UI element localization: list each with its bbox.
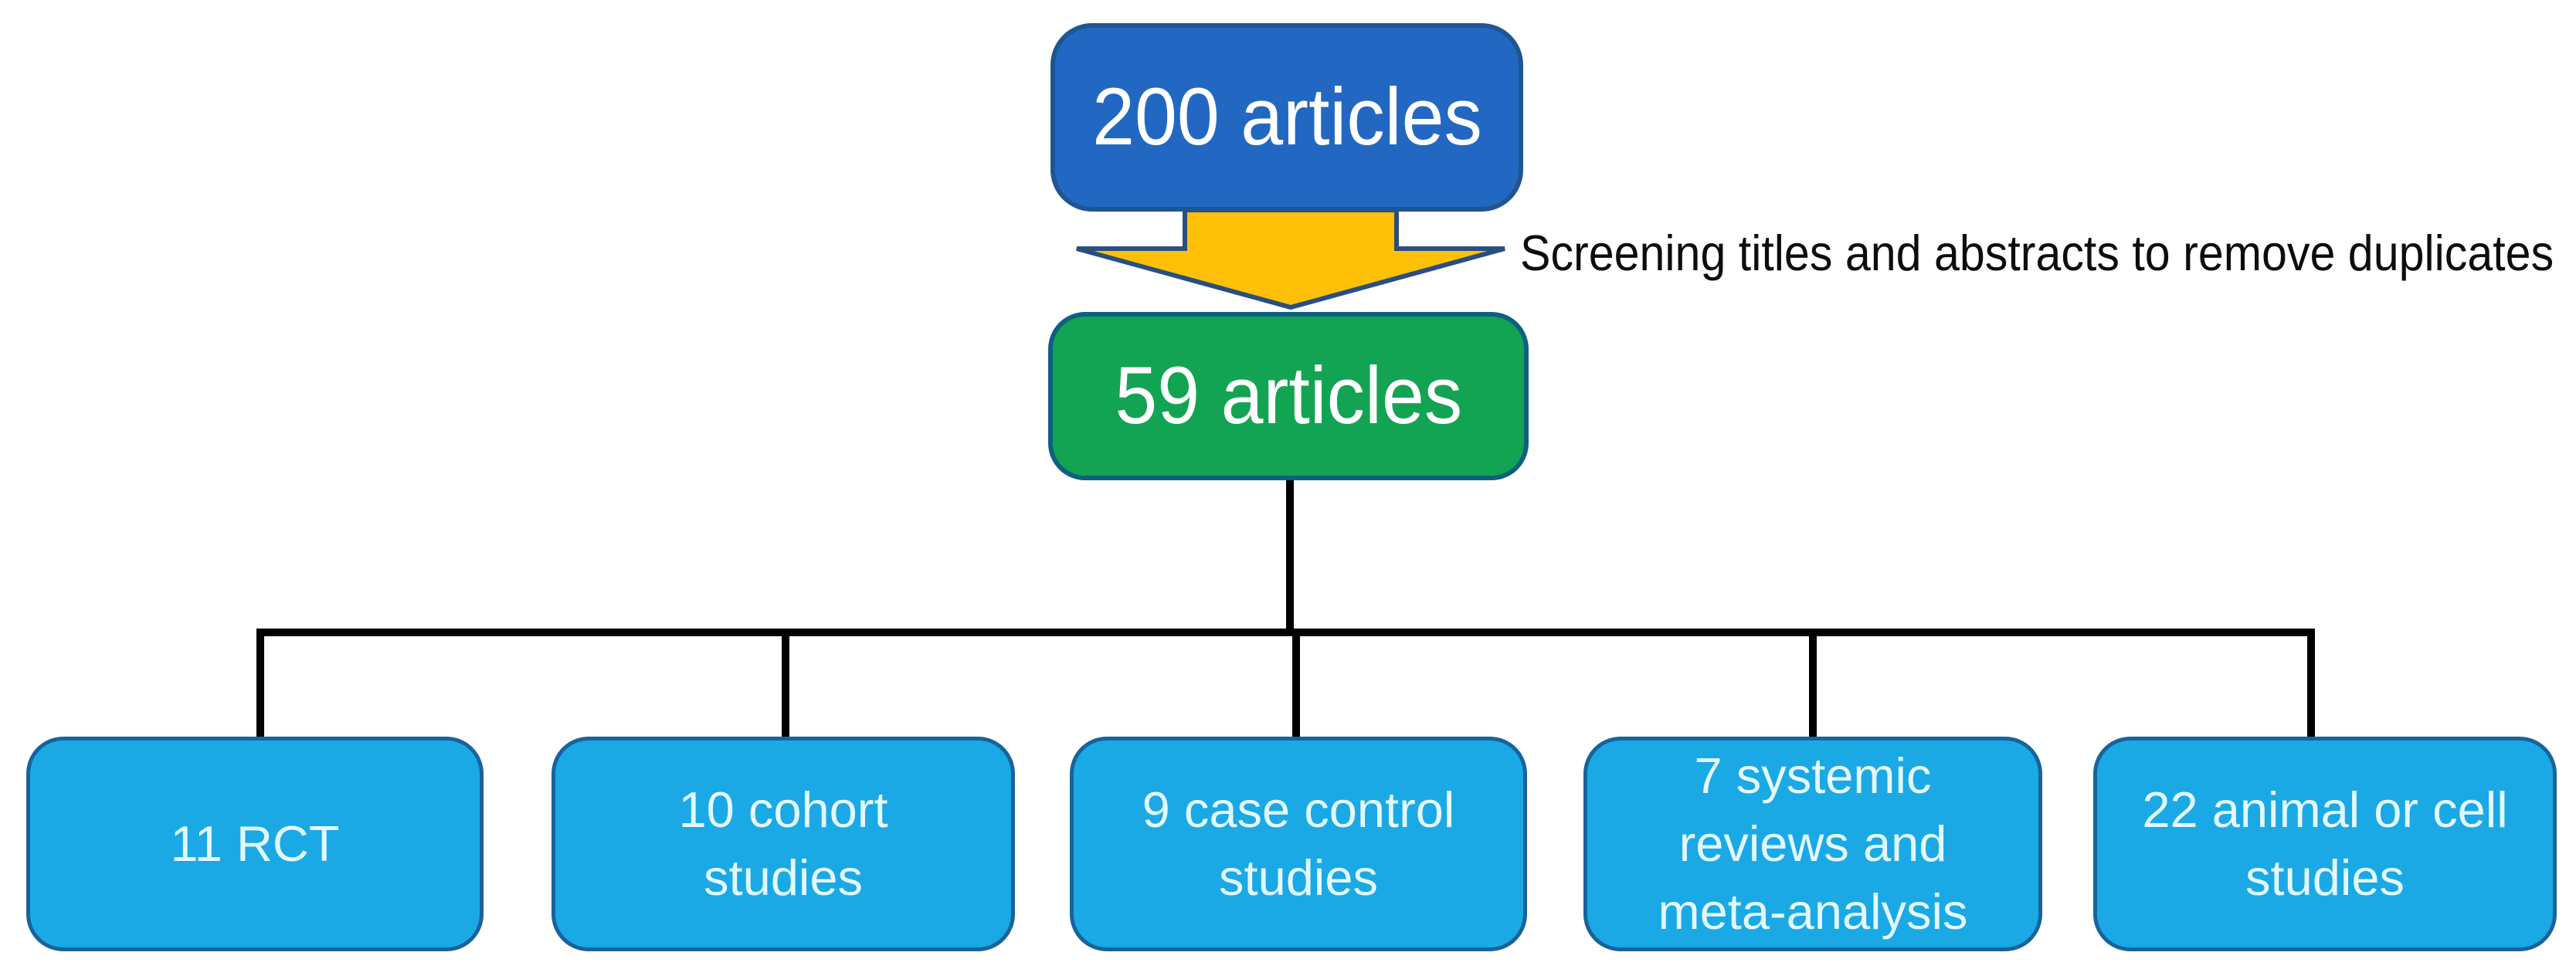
connector-drop-cohort bbox=[782, 632, 789, 740]
node-rct: 11 RCT bbox=[26, 737, 484, 951]
down-arrow-icon bbox=[1076, 208, 1505, 310]
node-systemic-reviews-label: 7 systemic reviews and meta-analysis bbox=[1658, 747, 1968, 940]
node-systemic-reviews: 7 systemic reviews and meta-analysis bbox=[1583, 737, 2042, 951]
node-total-articles: 200 articles bbox=[1050, 23, 1523, 212]
connector-horizontal-rail bbox=[256, 629, 2315, 636]
node-animal-cell-studies-label: 22 animal or cell studies bbox=[2142, 781, 2508, 906]
node-included-articles-label: 59 articles bbox=[1115, 351, 1462, 442]
node-total-articles-label: 200 articles bbox=[1091, 72, 1482, 163]
connector-drop-case-control bbox=[1292, 632, 1300, 740]
node-case-control-studies: 9 case control studies bbox=[1070, 737, 1527, 951]
connector-trunk bbox=[1286, 476, 1294, 636]
node-rct-label: 11 RCT bbox=[170, 815, 340, 872]
node-cohort-studies: 10 cohort studies bbox=[552, 737, 1015, 951]
connector-drop-systemic-reviews bbox=[1809, 632, 1817, 740]
screening-step-label: Screening titles and abstracts to remove… bbox=[1520, 225, 2554, 281]
node-case-control-studies-label: 9 case control studies bbox=[1142, 781, 1455, 906]
connector-drop-rct bbox=[256, 632, 264, 740]
connector-drop-animal-cell bbox=[2307, 632, 2315, 740]
node-animal-cell-studies: 22 animal or cell studies bbox=[2093, 737, 2557, 951]
node-included-articles: 59 articles bbox=[1048, 312, 1529, 480]
node-cohort-studies-label: 10 cohort studies bbox=[678, 781, 888, 906]
